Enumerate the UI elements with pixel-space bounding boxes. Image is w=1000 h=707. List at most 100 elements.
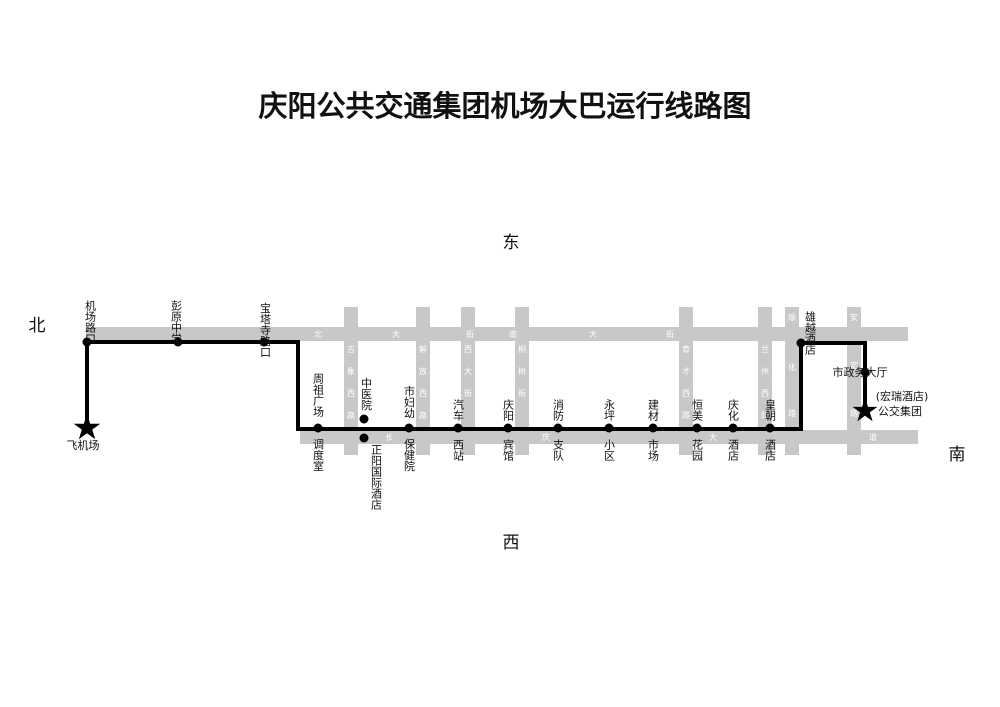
stop-dot-yongping-district [604,423,614,433]
direction-north: 北 [29,316,46,336]
stop-dot-huangchao-hotel [765,423,775,433]
direction-south: 南 [949,445,966,465]
road-label-char: 路 [419,410,427,420]
route-line [85,340,867,431]
road-label-char: 庆 [542,432,550,442]
road-label-char: 西 [761,389,769,398]
stop-dot-qingyang-hotel [503,423,513,433]
stop-dot-west-bus-station [453,423,463,433]
road-label-char: 北 [314,330,322,339]
road-label-char: 育 [682,344,690,354]
stop-label-qingyang-top: 庆阳 [502,398,515,421]
roads [86,307,918,455]
stop-dot-xiongyue-hotel [796,338,806,348]
road-label-char: 兰 [761,344,769,354]
road-label-char: 放 [419,366,427,376]
stop-label-zhouzu-square: 周祖广场 [312,373,325,418]
road-label-char: 路 [850,408,858,418]
direction-east: 东 [503,233,520,253]
road-tongshu [515,307,529,455]
stop-dot-maternity-hospital [404,423,414,433]
road-label-char: 西 [464,345,472,354]
stop-label-zhengyang-hotel: 正阳国际酒店 [370,444,383,510]
road-north-street [86,327,908,341]
stop-label-hengmei-top: 恒美 [691,399,704,421]
stop-label-bus-group-top: (宏瑞酒店) [876,389,929,403]
stop-labels: 机场路口 彭原中学 宝塔寺路口 周祖广场 调度室 中医院 正阳国际酒店 市妇幼 … [67,299,929,510]
road-shunhua [785,307,799,455]
road-label-char: 南 [509,329,517,339]
road-label-char: 象 [347,366,355,376]
stop-label-west-station-bottom: 西站 [452,439,465,462]
road-label-char: 大 [464,366,472,376]
road-guxiang [344,307,358,455]
road-label-char: 定 [850,360,858,370]
road-label-char: 大 [709,432,717,442]
stop-dots [82,337,870,443]
stop-label-west-station-top: 汽车 [452,398,465,422]
road-label-char: 化 [788,362,796,372]
road-yucai [679,307,693,455]
road-label-char: 路 [788,408,796,418]
terminal-star-icon [852,398,878,422]
stop-dot-zhouzu-square [313,423,323,433]
road-xida [461,307,475,455]
stop-dot-hengmei-garden [692,423,702,433]
stop-label-service-hall: 市政务大厅 [833,365,888,379]
road-label-char: 顺 [788,313,796,322]
stop-label-fire-bottom: 支队 [552,439,565,462]
road-label-char: 树 [518,366,526,376]
road-anding [847,307,861,455]
stop-label-tcm-hospital: 中医院 [360,377,373,410]
stop-label-huangchao-bottom: 酒店 [764,439,777,461]
stop-dot-zhengyang-hotel [359,433,369,443]
road-label-char: 大 [392,329,400,339]
road-label-char: 街 [464,388,472,398]
road-label-char: 街 [466,329,474,339]
road-label-char: 街 [666,329,674,339]
road-label-char: 西 [347,389,355,398]
road-label-char: 桐 [518,344,526,354]
stop-label-qingyang-bottom: 宾馆 [502,438,515,462]
stop-label-yongping-bottom: 小区 [603,439,616,461]
road-label-char: 安 [850,312,858,322]
road-label-char: 道 [869,432,877,442]
road-label-char: 路 [761,410,769,420]
road-lanzhou [758,307,772,455]
stop-label-maternity-top: 市妇幼 [403,384,416,419]
stop-label-yongping-top: 永坪 [603,398,616,422]
road-label-char: 西 [682,389,690,398]
road-label-char: 路 [347,410,355,420]
stop-dot-pengyuan-school [173,337,183,347]
map-title: 庆阳公共交通集团机场大巴运行线路图 [258,89,751,123]
stop-label-huangchao-top: 皇朝 [764,398,777,422]
stop-label-bus-group-bottom: 公交集团 [878,404,922,418]
stop-dot-qinghua-hotel [728,423,738,433]
road-label-char: 州 [761,367,769,376]
terminal-star-icon [73,414,101,440]
stop-dot-baota-temple [259,337,269,347]
stop-label-pengyuan-school: 彭原中学 [170,299,183,344]
stop-dot-airport-road [82,337,92,347]
direction-west: 西 [503,533,520,553]
stop-label-zhouzu-dispatch: 调度室 [312,438,325,471]
road-labels: 北 大 街 南 大 街 长 庆 大 道 古 象 西 路 解 放 西 路 西 大 … [314,312,877,442]
stop-dot-fire-brigade [553,423,563,433]
road-label-char: 古 [347,344,355,354]
road-label-char: 长 [385,432,393,442]
road-label-char: 解 [419,344,427,354]
stop-dot-service-hall [860,367,870,377]
stop-dot-building-market [648,423,658,433]
stop-label-maternity-bottom: 保健院 [403,437,416,471]
road-label-char: 街 [518,388,526,398]
stop-label-hengmei-bottom: 花园 [691,439,704,462]
stop-label-qinghua-top: 庆化 [727,398,740,422]
stop-label-xiongyue: 雄越酒店 [804,310,817,355]
road-label-char: 大 [589,329,597,339]
stop-label-market-top: 建材 [647,398,660,421]
road-label-char: 才 [682,366,690,376]
stop-label-fire-top: 消防 [552,398,565,422]
road-jiefang [416,307,430,455]
road-label-char: 西 [419,389,427,398]
